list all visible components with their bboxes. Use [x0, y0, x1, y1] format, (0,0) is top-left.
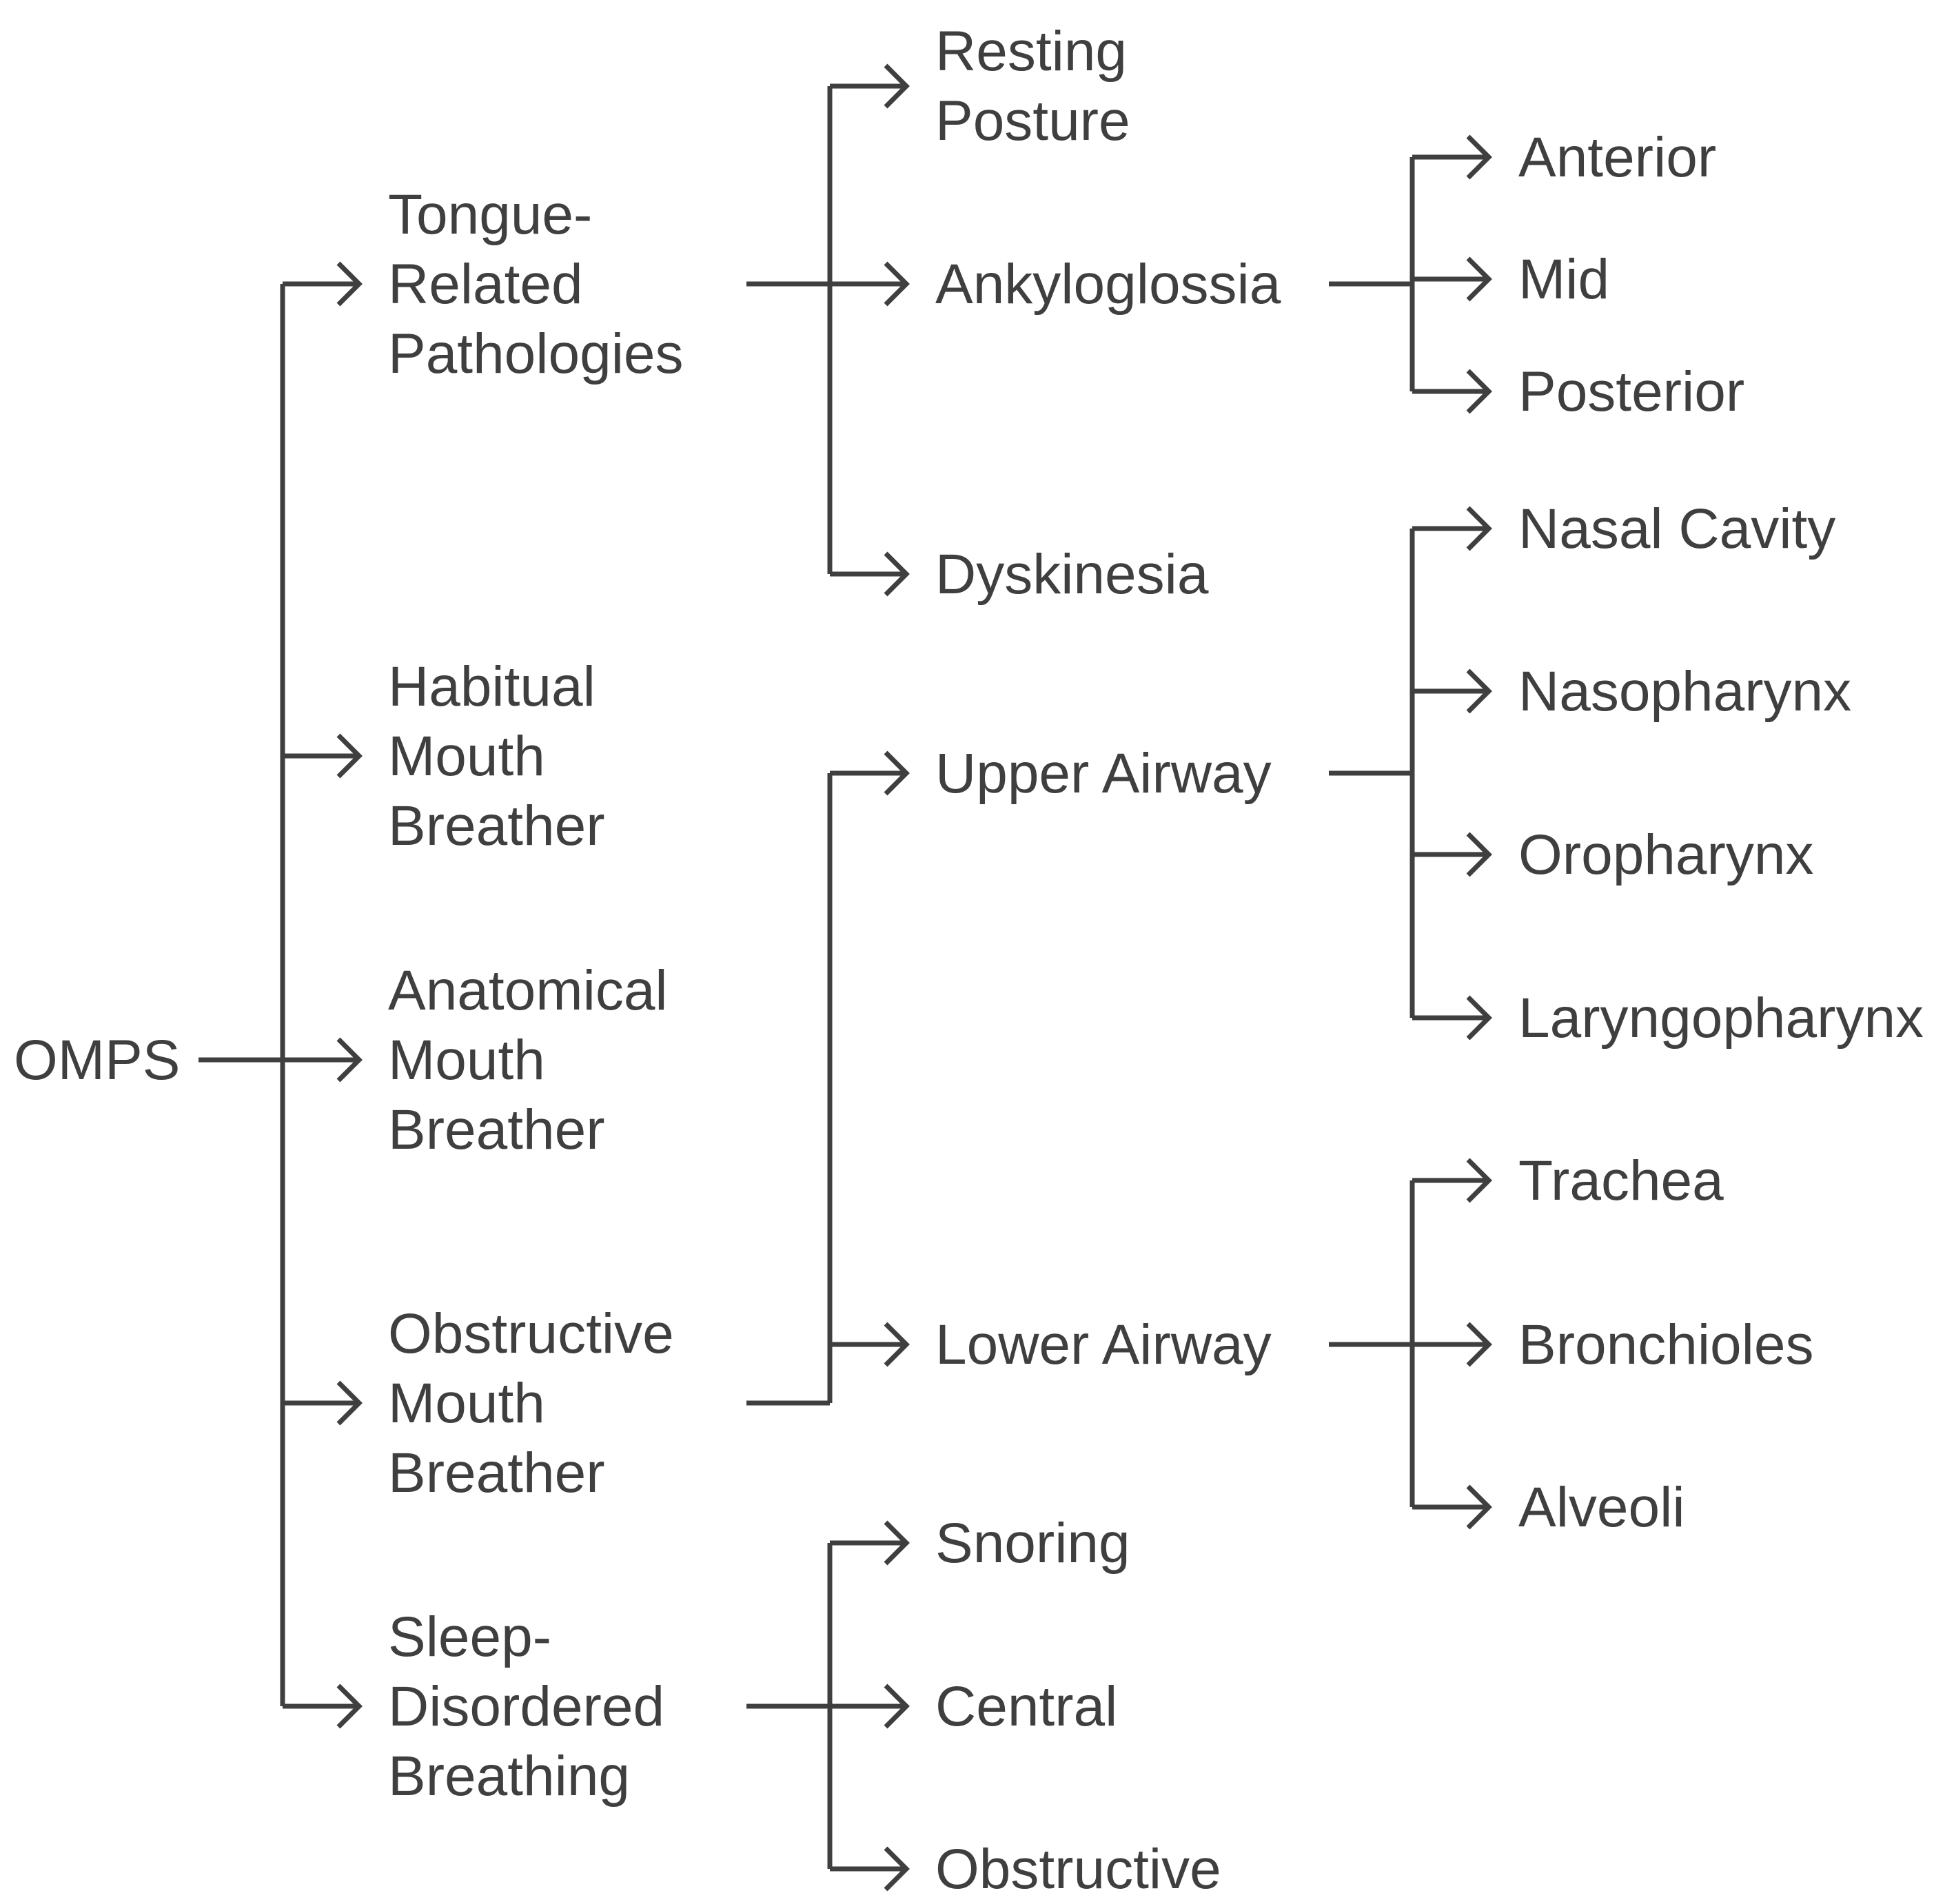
connector-tongue-arrowhead: [884, 261, 910, 307]
connector-sleep-arrowhead: [884, 1520, 910, 1566]
node-anatomical-line: Breather: [388, 1098, 605, 1161]
node-nasal-cavity-line: Nasal Cavity: [1518, 497, 1836, 560]
node-central: Central: [935, 1672, 1117, 1741]
connector-obstructive-mb-arrowhead: [884, 1322, 910, 1367]
node-dyskinesia: Dyskinesia: [935, 540, 1208, 609]
node-laryngopharynx-line: Laryngopharynx: [1518, 986, 1924, 1050]
connector-omps-arrowhead: [336, 261, 363, 307]
connector-upper-arrowhead: [1466, 832, 1492, 877]
node-lower-line: Lower Airway: [935, 1313, 1272, 1376]
node-posterior-line: Posterior: [1518, 360, 1745, 423]
connector-obstructive-mb-arrowhead: [884, 750, 910, 796]
connector-tongue-arrowhead: [884, 551, 910, 597]
connector-omps-arrowhead: [336, 1037, 363, 1083]
node-sleep-line: Disordered: [388, 1675, 665, 1738]
connector-ankylo-arrowhead: [1466, 256, 1492, 302]
node-snoring-line: Snoring: [935, 1511, 1130, 1575]
node-anatomical-line: Mouth: [388, 1028, 545, 1092]
connector-omps-arrowhead: [336, 733, 363, 779]
node-central-line: Central: [935, 1675, 1118, 1738]
connector-ankylo-arrowhead: [1466, 369, 1492, 414]
node-laryngopharynx: Laryngopharynx: [1518, 983, 1924, 1053]
node-ankylo: Ankyloglossia: [935, 249, 1281, 319]
connector-ankylo-arrowhead: [1466, 134, 1492, 180]
node-alveoli: Alveoli: [1518, 1473, 1685, 1542]
node-snoring: Snoring: [935, 1508, 1130, 1578]
node-mid-line: Mid: [1518, 247, 1610, 311]
connector-lower-arrowhead: [1466, 1158, 1492, 1203]
node-mid: Mid: [1518, 245, 1609, 314]
node-tongue-line: Pathologies: [388, 322, 684, 385]
node-alveoli-line: Alveoli: [1518, 1475, 1685, 1539]
node-anatomical-line: Anatomical: [388, 959, 668, 1022]
node-anterior: Anterior: [1518, 123, 1716, 192]
node-sleep-line: Sleep-: [388, 1605, 552, 1668]
connector-lower-arrowhead: [1466, 1484, 1492, 1530]
node-oropharynx-line: Oropharynx: [1518, 823, 1814, 886]
node-resting-line: Posture: [935, 90, 1130, 152]
node-obstructive-mb-line: Mouth: [388, 1371, 545, 1435]
node-posterior: Posterior: [1518, 357, 1744, 427]
node-omps: OMPS: [14, 1028, 181, 1092]
node-lower: Lower Airway: [935, 1310, 1272, 1380]
node-nasopharynx-line: Nasopharynx: [1518, 659, 1852, 723]
node-resting-line: Resting: [935, 20, 1128, 83]
node-bronchioles-line: Bronchioles: [1518, 1313, 1814, 1376]
connector-sleep-arrowhead: [884, 1846, 910, 1892]
connector-sleep-arrowhead: [884, 1683, 910, 1729]
node-oropharynx: Oropharynx: [1518, 820, 1813, 890]
node-obstructive-line: Obstructive: [935, 1837, 1221, 1901]
node-habitual-line: Habitual: [388, 655, 596, 718]
connector-lower-arrowhead: [1466, 1322, 1492, 1367]
node-ankylo-line: Ankyloglossia: [935, 252, 1281, 316]
connector-upper-arrowhead: [1466, 668, 1492, 714]
node-upper-line: Upper Airway: [935, 741, 1272, 805]
node-habitual-line: Breather: [388, 794, 605, 857]
node-dyskinesia-line: Dyskinesia: [935, 542, 1209, 606]
node-obstructive-mb-line: Breather: [388, 1441, 605, 1504]
node-tongue-line: Tongue-: [388, 183, 593, 246]
connector-tongue-arrowhead: [884, 63, 910, 109]
node-nasopharynx: Nasopharynx: [1518, 657, 1851, 726]
node-obstructive-mb-line: Obstructive: [388, 1302, 674, 1365]
connector-upper-arrowhead: [1466, 995, 1492, 1041]
connector-upper-arrowhead: [1466, 506, 1492, 551]
connector-omps-arrowhead: [336, 1380, 363, 1426]
node-trachea-line: Trachea: [1518, 1149, 1724, 1212]
node-bronchioles: Bronchioles: [1518, 1310, 1813, 1380]
connector-omps-arrowhead: [336, 1683, 363, 1729]
node-sleep-line: Breathing: [388, 1744, 631, 1808]
node-upper: Upper Airway: [935, 739, 1272, 808]
node-obstructive: Obstructive: [935, 1834, 1221, 1904]
node-anterior-line: Anterior: [1518, 125, 1717, 189]
node-habitual-line: Mouth: [388, 724, 545, 788]
node-nasal-cavity: Nasal Cavity: [1518, 494, 1835, 564]
node-trachea: Trachea: [1518, 1146, 1724, 1216]
node-tongue-line: Related: [388, 252, 583, 316]
